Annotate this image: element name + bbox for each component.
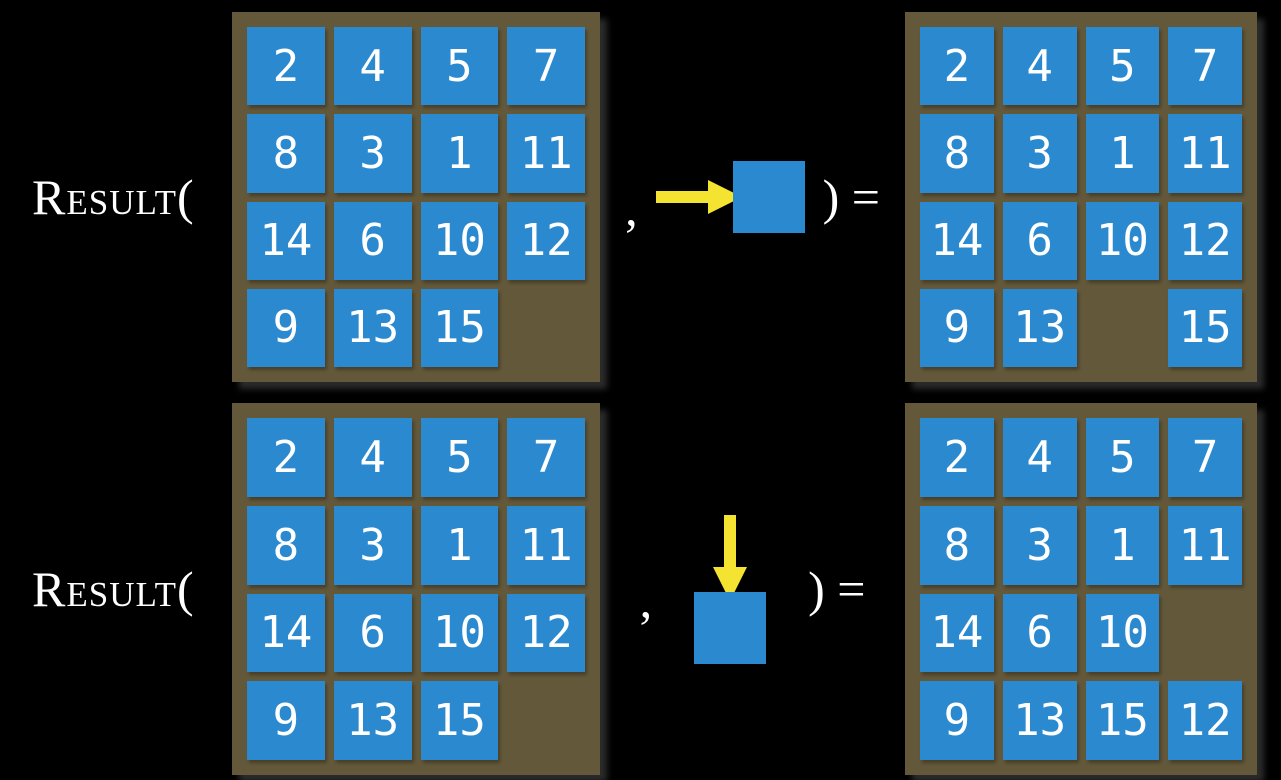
tile: 7 — [1168, 418, 1242, 497]
tile: 8 — [247, 114, 325, 193]
tile: 11 — [1168, 114, 1242, 193]
tile: 10 — [420, 201, 499, 280]
tile: 2 — [247, 27, 325, 106]
tile: 8 — [920, 505, 994, 585]
equation-row-right-move: Result( 2 4 5 7 8 3 1 11 14 6 10 12 9 13… — [0, 12, 1281, 382]
tile: 12 — [1168, 681, 1242, 760]
tile: 15 — [1168, 288, 1242, 367]
tile: 3 — [1002, 505, 1077, 585]
comma-separator: , — [639, 572, 653, 628]
tile: 5 — [1085, 418, 1160, 497]
tile: 5 — [1085, 27, 1160, 106]
tile: 13 — [1002, 681, 1077, 760]
tile: 12 — [1168, 201, 1242, 280]
tile: 10 — [1085, 593, 1160, 673]
empty-cell — [1086, 289, 1160, 367]
move-action-down — [694, 514, 767, 664]
tile: 4 — [1002, 418, 1077, 497]
tile: 11 — [507, 505, 585, 585]
function-name: Result( — [32, 561, 195, 617]
tile: 9 — [920, 288, 994, 367]
tile: 6 — [333, 593, 412, 673]
input-board: 2 4 5 7 8 3 1 11 14 6 10 12 9 13 15 — [232, 403, 600, 775]
tile: 9 — [247, 288, 325, 367]
tile: 4 — [1002, 27, 1077, 106]
tile: 1 — [420, 114, 499, 193]
tile: 13 — [1002, 288, 1077, 367]
arrow-right-icon — [655, 180, 742, 214]
output-board: 2 4 5 7 8 3 1 11 14 6 10 12 9 13 15 — [905, 12, 1257, 382]
tile: 12 — [507, 201, 585, 280]
tile: 6 — [1002, 201, 1077, 280]
tile: 14 — [247, 201, 325, 280]
tile: 10 — [420, 593, 499, 673]
move-action-right — [655, 161, 805, 233]
tile: 10 — [1085, 201, 1160, 280]
tile: 4 — [333, 418, 412, 497]
move-tile — [732, 161, 805, 233]
tile: 12 — [507, 593, 585, 673]
tile: 2 — [920, 418, 994, 497]
tile: 3 — [333, 114, 412, 193]
tile: 8 — [920, 114, 994, 193]
tile: 14 — [920, 593, 994, 673]
tile: 13 — [333, 681, 412, 760]
close-paren-equals: ) = — [808, 561, 866, 617]
arrow-down-icon — [713, 514, 748, 601]
tile: 4 — [333, 27, 412, 106]
tile: 11 — [1168, 505, 1242, 585]
tile: 3 — [333, 505, 412, 585]
tile: 2 — [920, 27, 994, 106]
function-name: Result( — [32, 169, 195, 225]
input-board: 2 4 5 7 8 3 1 11 14 6 10 12 9 13 15 — [232, 12, 600, 382]
tile: 15 — [1085, 681, 1160, 760]
tile: 5 — [420, 418, 499, 497]
tile: 5 — [420, 27, 499, 106]
output-board: 2 4 5 7 8 3 1 11 14 6 10 9 13 15 12 — [905, 403, 1257, 775]
tile: 13 — [333, 288, 412, 367]
tile: 6 — [333, 201, 412, 280]
tile: 7 — [507, 418, 585, 497]
tile: 15 — [420, 288, 499, 367]
tile: 1 — [1085, 114, 1160, 193]
tile: 7 — [507, 27, 585, 106]
operator-group: , ) = — [600, 12, 905, 382]
tile: 14 — [920, 201, 994, 280]
tile: 15 — [420, 681, 499, 760]
tile: 11 — [507, 114, 585, 193]
tile: 9 — [920, 681, 994, 760]
tile: 1 — [1085, 505, 1160, 585]
move-tile — [694, 591, 767, 664]
tile: 9 — [247, 681, 325, 760]
tile: 1 — [420, 505, 499, 585]
tile: 6 — [1002, 593, 1077, 673]
tile: 7 — [1168, 27, 1242, 106]
tile: 3 — [1002, 114, 1077, 193]
tile: 2 — [247, 418, 325, 497]
operator-group: , ) = — [600, 403, 905, 775]
tile: 14 — [247, 593, 325, 673]
empty-cell — [507, 289, 585, 367]
empty-cell — [1168, 594, 1242, 673]
equation-row-down-move: Result( 2 4 5 7 8 3 1 11 14 6 10 12 9 13… — [0, 403, 1281, 775]
comma-separator: , — [625, 180, 638, 236]
close-paren-equals: ) = — [822, 169, 880, 225]
empty-cell — [507, 681, 585, 760]
tile: 8 — [247, 505, 325, 585]
